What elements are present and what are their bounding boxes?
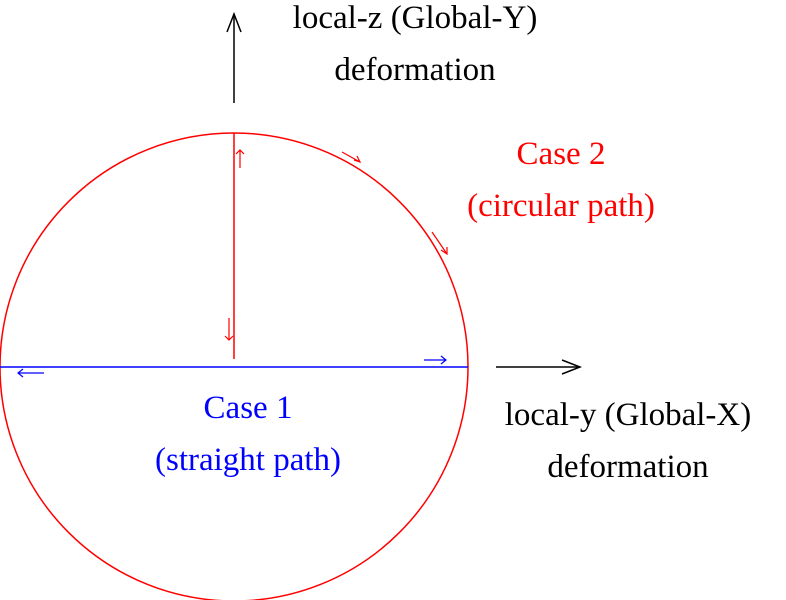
- case1-subtitle: (straight path): [154, 442, 342, 478]
- case2-subtitle: (circular path): [467, 188, 655, 224]
- vertical-axis-label-line2: deformation: [334, 52, 496, 88]
- case1-label: Case 1 (straight path): [118, 382, 378, 486]
- vertical-axis-label: local-z (Global-Y) deformation: [255, 0, 575, 96]
- case2-arc-arrow-right: [431, 231, 448, 255]
- horizontal-axis-label-line2: deformation: [547, 449, 709, 485]
- case2-direction-arrows: [224, 149, 448, 341]
- case2-label: Case 2 (circular path): [430, 128, 692, 232]
- case2-title: Case 2: [516, 136, 606, 172]
- horizontal-axis-label-line1: local-y (Global-X): [504, 397, 752, 433]
- case2-arc-arrow-top: [341, 151, 361, 163]
- vertical-axis-arrow: [226, 11, 242, 103]
- case1-direction-arrows: [17, 355, 447, 378]
- vertical-axis-label-line1: local-z (Global-Y): [292, 0, 538, 36]
- case1-title: Case 1: [203, 390, 293, 426]
- horizontal-axis-arrow: [496, 359, 583, 375]
- horizontal-axis-label: local-y (Global-X) deformation: [470, 389, 786, 493]
